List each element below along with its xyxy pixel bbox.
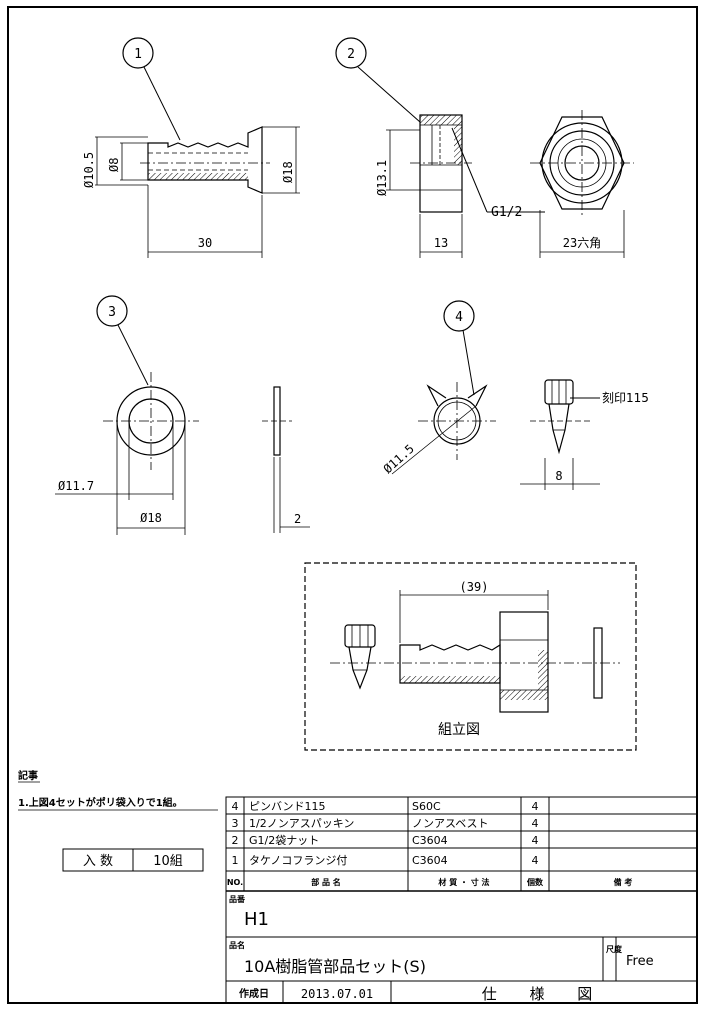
header-qty: 個数: [526, 877, 544, 887]
dim-p4-mark: 刻印115: [602, 391, 649, 405]
dim-p3-thk: 2: [294, 512, 301, 526]
dim-p1-d8: Ø8: [107, 158, 121, 172]
dim-p2-len: 13: [434, 236, 448, 250]
part-4-view: [391, 300, 600, 490]
part-no-label: 品番: [229, 894, 246, 904]
part-3-view: [55, 295, 310, 535]
row2-qty: 4: [532, 834, 539, 847]
parts-table: [225, 796, 698, 1004]
balloon-2: [335, 37, 367, 69]
doc-type: 仕 様 図: [482, 985, 607, 1003]
part-1-view: [95, 37, 300, 258]
header-remark: 備 考: [614, 877, 633, 887]
part-name-label: 品名: [229, 940, 245, 950]
row1-name: タケノコフランジ付: [249, 854, 347, 867]
balloon-3: [96, 295, 128, 327]
barb-hatch: [148, 173, 248, 180]
row2-material: C3604: [412, 834, 448, 847]
scale-value: Free: [626, 954, 654, 969]
dim-p2-d131: Ø13.1: [375, 160, 389, 196]
quantity-box: [62, 848, 204, 872]
date-label: 作成日: [239, 987, 269, 1000]
row3-name: 1/2ノンアスパッキン: [249, 817, 354, 830]
assembly-view: [304, 562, 637, 751]
assembly-label: 組立図: [438, 722, 480, 738]
balloon-1: [122, 37, 154, 69]
row2-name: G1/2袋ナット: [249, 833, 319, 847]
dim-p1-d18: Ø18: [281, 161, 295, 183]
date-value: 2013.07.01: [301, 987, 373, 1001]
balloon-1-label: 1: [134, 47, 142, 62]
header-material: 材 質 ・ 寸 法: [438, 877, 489, 887]
part-no: H1: [244, 909, 269, 930]
balloon-3-label: 3: [108, 305, 116, 320]
header-name: 部 品 名: [311, 877, 341, 887]
quantity-label: 入 数: [83, 854, 113, 869]
assembly-frame: [304, 562, 637, 751]
dim-p2-hex: 23六角: [563, 236, 601, 250]
dim-p2-thread: G1/2: [491, 205, 522, 220]
row4-material: S60C: [412, 800, 441, 813]
row4-name: ピンバンド115: [249, 800, 326, 813]
row4-no: 4: [232, 800, 239, 813]
row3-qty: 4: [532, 817, 539, 830]
dim-p3-d18: Ø18: [140, 511, 162, 525]
row3-no: 3: [232, 817, 239, 830]
dim-p3-d117: Ø11.7: [58, 479, 94, 493]
dim-p4-w: 8: [555, 469, 562, 483]
row4-qty: 4: [532, 800, 539, 813]
dim-asm-len: (39): [460, 580, 489, 594]
part-2-view: [335, 37, 634, 258]
quantity-value: 10組: [153, 854, 183, 869]
barb-outline: [147, 126, 263, 194]
dim-p1-len: 30: [198, 236, 212, 250]
dim-p4-d115: Ø11.5: [381, 442, 417, 477]
dim-p1-d105: Ø10.5: [82, 152, 96, 188]
row1-material: C3604: [412, 854, 448, 867]
header-no: NO.: [227, 878, 243, 887]
scale-label: 尺度: [606, 944, 623, 954]
part-name: 10A樹脂管部品セット(S): [244, 957, 426, 976]
row1-no: 1: [232, 854, 239, 867]
row2-no: 2: [232, 834, 239, 847]
notes-line-1: 1.上図4セットがポリ袋入りで1組。: [18, 796, 183, 809]
row1-qty: 4: [532, 854, 539, 867]
notes-heading: 記事: [18, 769, 38, 782]
balloon-4-label: 4: [455, 310, 463, 325]
balloon-2-label: 2: [347, 47, 355, 62]
balloon-4: [443, 300, 475, 332]
leader-1: [143, 66, 181, 141]
row3-material: ノンアスベスト: [412, 817, 488, 830]
